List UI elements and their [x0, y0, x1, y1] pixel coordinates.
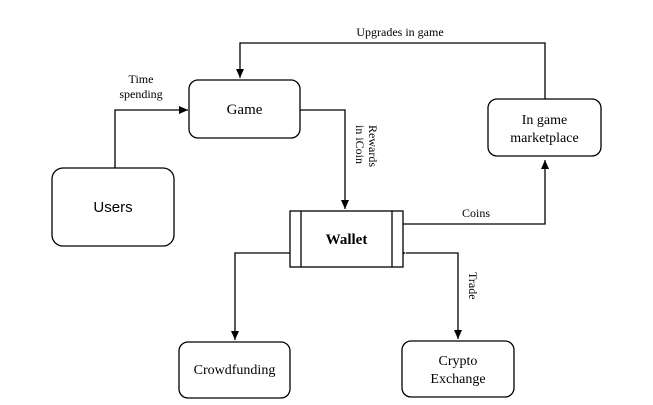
edge-game-to-wallet [300, 109, 349, 209]
node-game: Game [188, 79, 301, 139]
edge-marketplace-to-game [236, 42, 546, 99]
label-spending: spending [119, 87, 162, 101]
node-wallet-label: Wallet [326, 232, 368, 248]
node-game-label: Game [227, 102, 263, 118]
edge-users-to-game [114, 106, 188, 168]
node-wallet: Wallet [289, 210, 404, 268]
label-trade: Trade [466, 272, 480, 300]
label-rewards-line1: Rewards [366, 125, 380, 167]
edge-wallet-to-crowdfunding [231, 252, 290, 340]
node-crowdfunding-label: Crowdfunding [194, 363, 276, 378]
label-rewards-line2: in iCoin [353, 125, 367, 164]
label-upgrades: Upgrades in game [356, 25, 443, 39]
label-rewards: Rewards in iCoin [353, 125, 380, 167]
node-marketplace-line2: marketplace [510, 131, 578, 146]
node-exchange: Crypto Exchange [401, 340, 515, 398]
node-marketplace-line1: In game [522, 113, 567, 128]
node-users-label: Users [93, 199, 132, 216]
node-crowdfunding: Crowdfunding [178, 341, 291, 399]
label-trade-text: Trade [466, 272, 480, 300]
node-marketplace: In game marketplace [487, 98, 602, 157]
label-coins: Coins [462, 206, 490, 220]
node-users: Users [51, 167, 175, 247]
edge-wallet-exchange [397, 249, 462, 339]
node-exchange-line1: Crypto [439, 354, 478, 369]
node-exchange-line2: Exchange [430, 372, 485, 387]
label-time: Time [129, 72, 154, 86]
edge-wallet-to-marketplace [403, 160, 549, 225]
